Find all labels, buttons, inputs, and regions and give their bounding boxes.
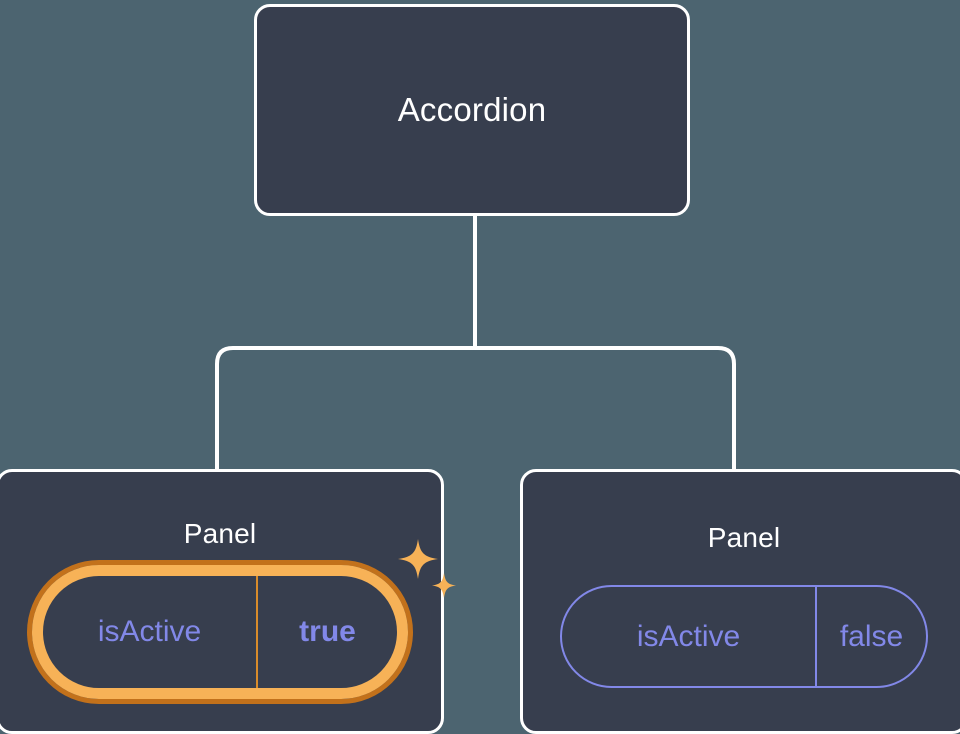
prop-value-label: true: [299, 615, 356, 648]
prop-key-label: isActive: [97, 615, 202, 648]
prop-pill-isactive-false[interactable]: isActive false: [560, 585, 928, 688]
prop-pill-highlighted-wrapper: isActive true: [32, 539, 456, 699]
node-accordion-title: Accordion: [397, 91, 547, 128]
prop-value-label: false: [839, 619, 904, 653]
sparkle-large-icon: [398, 539, 438, 579]
node-panel-right[interactable]: Panel isActive false: [520, 469, 960, 734]
prop-key-label: isActive: [636, 619, 741, 653]
connector-branch-bar: [215, 346, 736, 470]
sparkle-small-icon: [432, 573, 456, 598]
prop-pill-divider: [815, 587, 817, 686]
prop-pill-divider: [256, 576, 258, 688]
node-accordion[interactable]: Accordion: [254, 4, 690, 216]
node-panel-left-title: Panel: [183, 518, 257, 549]
prop-pill-isactive-true[interactable]: isActive true: [32, 565, 408, 699]
sparkles-group: [398, 539, 456, 598]
node-panel-right-title: Panel: [707, 522, 781, 553]
node-panel-left[interactable]: Panel isActive true: [0, 469, 456, 734]
